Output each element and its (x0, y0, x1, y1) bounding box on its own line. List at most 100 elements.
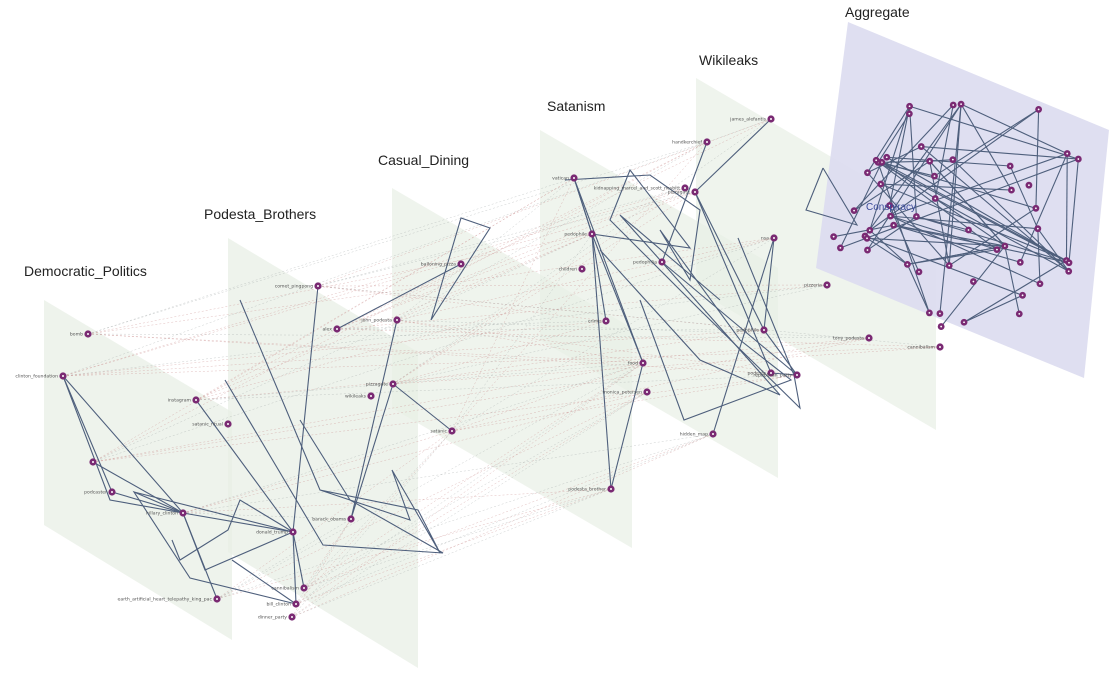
node-marker-dot (581, 268, 583, 270)
inter-edge (62, 187, 686, 377)
network-node: wikileaks (345, 392, 375, 400)
node-marker-dot (317, 285, 319, 287)
intra-polyline (133, 491, 294, 561)
intra-polyline (62, 375, 297, 605)
aggregate-edge (929, 159, 953, 162)
intra-edge (350, 319, 398, 520)
node-label: james_alefantis (729, 117, 766, 123)
intra-edge (62, 375, 184, 514)
aggregate-edge (939, 104, 962, 314)
plane-satanism (540, 130, 778, 478)
aggregate-node-dot (1039, 282, 1041, 285)
network-node: bomb (70, 330, 92, 338)
network-node: republican_party (753, 371, 801, 379)
node-label: cannibalism (907, 345, 935, 351)
node-label: tony_podesta (833, 336, 864, 342)
aggregate-edge (867, 172, 950, 266)
network-node: podesta_brother (568, 485, 615, 493)
aggregate-node-dot (879, 183, 882, 185)
inter-edge (451, 233, 593, 432)
aggregate-edge (907, 245, 1005, 265)
aggregate-edge (906, 264, 930, 314)
aggregate-edge (960, 103, 1012, 191)
inter-edge (303, 433, 714, 589)
inter-edge (336, 328, 941, 348)
intra-edge (392, 383, 453, 432)
inter-edge (392, 187, 686, 385)
inter-edge (396, 233, 593, 321)
node-label: cannibalism (271, 586, 299, 592)
inter-edge (182, 488, 612, 514)
node-marker-dot (291, 616, 293, 618)
network-node: monica_petersen (603, 388, 651, 396)
inter-edge (295, 430, 453, 605)
aggregate-edge (881, 161, 1006, 247)
aggregate-edge (1019, 153, 1068, 263)
intra-edge (292, 531, 297, 605)
node-marker-dot (591, 233, 593, 235)
node-marker-dot (303, 587, 305, 589)
node-label: vatican (552, 176, 569, 182)
node-marker-dot (460, 263, 462, 265)
network-node: cannibalism (907, 343, 944, 351)
aggregate-node-dot (963, 321, 965, 324)
inter-edge (291, 430, 453, 618)
aggregate-edge (940, 245, 1006, 327)
aggregate-node-dot (928, 160, 931, 163)
aggregate-edge (893, 224, 1005, 247)
node-marker-dot (111, 491, 113, 493)
node-marker-dot (939, 346, 941, 348)
node-marker-dot (773, 237, 775, 239)
inter-edge (62, 320, 607, 377)
aggregate-edge (833, 224, 894, 238)
aggregate-node-dot (832, 235, 835, 238)
aggregate-node-dot (1037, 108, 1040, 111)
network-node (89, 458, 97, 466)
node-marker-dot (370, 395, 372, 397)
network-node: earth_artificial_heart_telepathy_king_pa… (118, 595, 221, 603)
aggregate-network (805, 100, 1082, 330)
aggregate-edge (880, 183, 1012, 191)
aggregate-node-dot (866, 237, 868, 240)
aggregate-node-dot (1021, 294, 1024, 297)
inter-edge (451, 362, 644, 432)
inter-edge (92, 233, 593, 463)
inter-edge (295, 433, 714, 605)
aggregate-node-dot (952, 104, 955, 106)
aggregate-node-dot (928, 312, 931, 314)
layer-titles: Democratic_Politics Podesta_Brothers Cas… (24, 4, 910, 279)
inter-edge (396, 177, 575, 321)
aggregate-node-dot (996, 248, 998, 251)
node-marker-dot (396, 319, 398, 321)
inter-edge (87, 141, 708, 335)
node-label: pedophile (564, 232, 587, 238)
aggregate-node-dot (920, 145, 923, 148)
inter-edge (317, 285, 941, 348)
aggregate-node-dot (1018, 312, 1021, 315)
plane-wikileaks (696, 78, 936, 430)
aggregate-edge (880, 183, 1067, 262)
aggregate-node-dot (918, 270, 920, 273)
node-marker-dot (706, 141, 708, 143)
inter-edge (87, 233, 593, 335)
aggregate-edge (805, 167, 859, 226)
aggregate-edge (881, 161, 1067, 262)
title-casual-dining: Casual_Dining (378, 152, 469, 168)
network-node: food (628, 359, 647, 367)
inter-edge (62, 118, 772, 377)
intra-polyline (430, 217, 491, 321)
aggregate-node-dot (934, 197, 937, 200)
node-marker-dot (292, 531, 294, 533)
inter-edge (291, 488, 612, 618)
network-node: donald_trump (256, 528, 297, 536)
inter-edge (195, 177, 575, 401)
inter-edge (451, 141, 708, 432)
network-node: alex (322, 325, 341, 333)
network-node: satanic_ritual (192, 420, 232, 428)
node-marker-dot (195, 399, 197, 401)
node-marker-dot (92, 461, 94, 463)
inter-edge (216, 488, 612, 600)
aggregate-node-dot (839, 247, 842, 249)
intra-edge (62, 375, 113, 493)
network-node: vatican (552, 174, 578, 182)
